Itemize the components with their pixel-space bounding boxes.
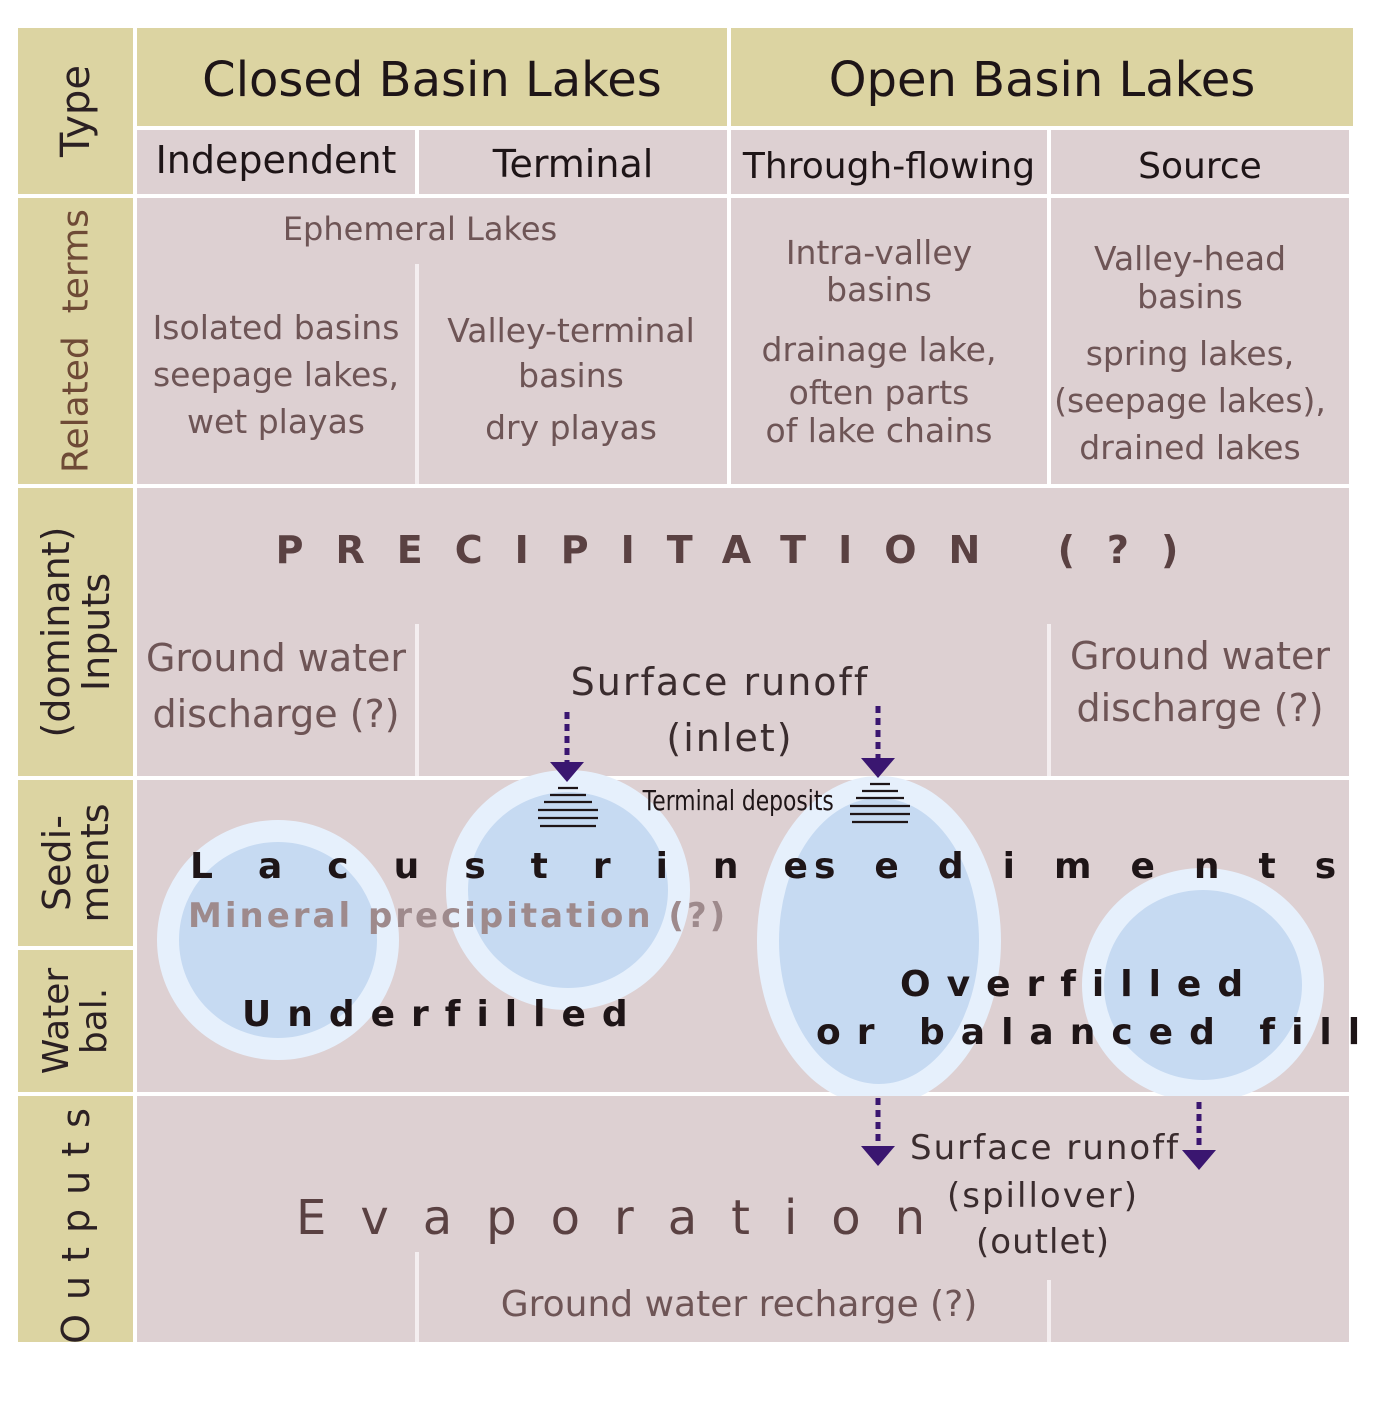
related-source-2-line1: spring lakes, [1085,334,1295,373]
outputs-divider-right [1047,1280,1051,1342]
related-independent: Isolated basins seepage lakes, wet playa… [137,304,415,445]
related-source-1-line2: basins [1137,277,1243,316]
header-through-flowing-text: Through-flowing [742,146,1036,187]
inputs-gw-left-line1: Ground water [145,636,407,680]
related-independent-line2: seepage lakes, [152,355,400,394]
related-independent-line1: Isolated basins [152,308,400,347]
related-through-cell [731,198,1047,484]
arrow-outlet-right-head [1182,1150,1216,1170]
related-ephemeral: Ephemeral Lakes [282,210,558,248]
row-label-related-terms: Related terms [18,198,133,484]
header-open-basin [731,28,1353,126]
header-independent-text: Independent [155,138,397,182]
row-label-outputs: Outputs [18,1094,133,1344]
header-closed-basin [137,28,727,126]
related-terminal-1: Valley-terminal basins [419,308,723,398]
related-divider [415,264,419,484]
row-label-sediments: Sedi- ments [18,780,133,946]
header-open-basin-text: Open Basin Lakes [828,52,1256,108]
header-source [1051,130,1349,194]
sediments-lacustrine: Lacustrine [190,846,853,887]
header-closed-basin-text: Closed Basin Lakes [202,52,662,108]
related-source-2: spring lakes, (seepage lakes), drained l… [1051,330,1329,471]
water-balanced: or balanced fill [816,1012,1377,1053]
outputs-surface-runoff: Surface runoff [910,1128,1181,1168]
related-closed-cell [137,198,727,484]
related-through-2: drainage lake, often parts of lake chain… [731,328,1027,448]
outputs-divider-left [415,1252,419,1342]
deposit-lines-left [538,786,598,828]
water-underfilled: Underfilled [242,994,644,1035]
inputs-divider-left [415,624,419,776]
related-terminal-1-line2: basins [518,356,624,395]
related-source-2-line3: drained lakes [1079,428,1301,467]
inputs-gw-left-line2: discharge (?) [152,692,400,736]
terminal-deposits-label: Terminal deposits [642,784,834,817]
inputs-gw-right: Ground water discharge (?) [1051,630,1349,734]
row-label-type: Type [18,28,133,194]
related-source-1-line1: Valley-head [1093,239,1287,278]
related-through-2-line2: often parts [788,373,970,412]
inputs-gw-right-line2: discharge (?) [1076,686,1324,730]
related-through-2-line3: of lake chains [765,411,993,450]
outputs-cell [137,1096,1349,1342]
related-terminal-2: dry playas [485,408,657,447]
inputs-divider-right [1047,624,1051,776]
deposit-lines-right [850,782,910,824]
arrow-outlet-left-head [861,1146,895,1166]
lake-source [1082,868,1324,1102]
related-source-2-line2: (seepage lakes), [1054,381,1326,420]
related-source-cell [1051,198,1349,484]
sediments-mineral: Mineral precipitation (?) [188,896,729,936]
inputs-gw-left: Ground water discharge (?) [137,630,415,742]
sediments-word: sediments [814,846,1376,887]
inputs-surface-runoff: Surface runoff [570,660,870,704]
related-terminal-1-line1: Valley-terminal [447,311,695,350]
row-label-water-balance: Water bal. [18,950,133,1092]
header-independent [137,130,415,194]
lake-independent [157,820,399,1060]
arrow-inlet-right-head [861,758,895,778]
outputs-gw-recharge: Ground water recharge (?) [500,1284,978,1325]
header-terminal [419,130,727,194]
related-through-1-line1: Intra-valley [785,233,973,272]
inputs-cell [137,488,1349,776]
related-source-1: Valley-head basins [1051,240,1329,316]
row-label-inputs: (dominant) Inputs [18,488,133,776]
arrow-inlet-left-head [550,762,584,782]
inputs-inlet: (inlet) [666,716,794,760]
related-through-1-line2: basins [826,270,932,309]
outputs-outlet: (outlet) [976,1222,1110,1262]
related-through-1: Intra-valley basins [731,234,1027,308]
outputs-spillover: (spillover) [947,1176,1139,1216]
header-source-text: Source [1138,146,1262,187]
outputs-evaporation: Evaporation [296,1190,960,1246]
header-through-flowing [731,130,1047,194]
header-terminal-text: Terminal [492,142,654,186]
inputs-gw-right-line1: Ground water [1069,634,1331,678]
inputs-precipitation: PRECIPITATION (?) [275,528,1211,572]
water-overfilled: Overfilled [900,964,1260,1005]
related-independent-line3: wet playas [186,402,365,441]
related-through-2-line1: drainage lake, [761,330,997,369]
